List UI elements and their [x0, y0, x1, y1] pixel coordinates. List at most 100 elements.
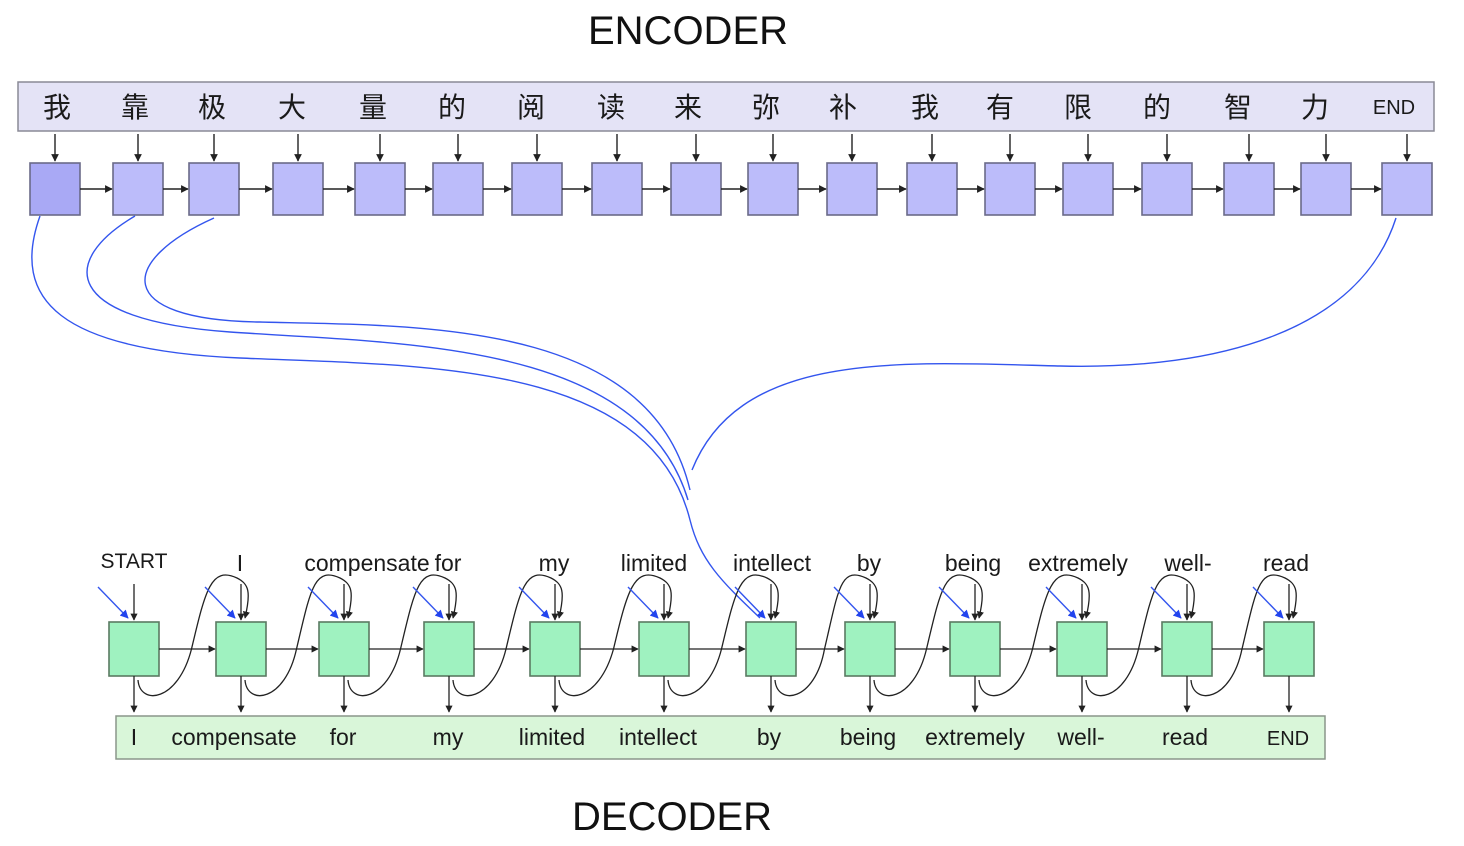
decoder-arrows	[97, 574, 1298, 713]
decoder-cell	[949, 621, 1001, 677]
decoder-output-word: I	[131, 724, 137, 750]
encoder-cell	[1223, 162, 1275, 216]
context-arrow	[412, 586, 444, 619]
decoder-cell	[638, 621, 690, 677]
encoder-cell	[29, 162, 81, 216]
decoder-output-word: limited	[519, 724, 585, 750]
decoder-output-word: being	[840, 724, 896, 750]
attention-curve	[691, 217, 1397, 471]
encoder-cell	[984, 162, 1036, 216]
encoder-cell	[670, 162, 722, 216]
decoder-output-word: my	[433, 724, 464, 750]
decoder-output-word: extremely	[925, 724, 1025, 750]
decoder-cell	[1056, 621, 1108, 677]
encoder-cell	[432, 162, 484, 216]
encoder-cell	[826, 162, 878, 216]
encoder-cell	[112, 162, 164, 216]
context-arrow	[1252, 586, 1284, 619]
decoder-cell	[423, 621, 475, 677]
decoder-feedback-arrow	[347, 574, 458, 697]
encoder-token: 的	[1143, 91, 1171, 124]
encoder-token: 读	[597, 91, 625, 124]
context-arrow	[833, 586, 865, 619]
encoder-token: 补	[829, 91, 857, 124]
encoder-cell	[747, 162, 799, 216]
encoder-token: 我	[911, 91, 939, 124]
decoder-input-word: being	[945, 550, 1001, 576]
decoder-cell	[1263, 621, 1315, 677]
encoder-token: END	[1373, 97, 1415, 119]
encoder-token: 有	[986, 91, 1014, 124]
decoder-input-word: well-	[1163, 550, 1211, 576]
encoder-cells	[29, 162, 1433, 216]
decoder-output-word: END	[1267, 728, 1309, 750]
decoder-input-word: for	[435, 550, 462, 576]
context-arrow	[518, 586, 550, 619]
encoder-cell	[511, 162, 563, 216]
context-arrow	[627, 586, 659, 619]
encoder-cell	[354, 162, 406, 216]
decoder-feedback-arrow	[1190, 574, 1298, 697]
encoder-cell	[1381, 162, 1433, 216]
encoder-token: 来	[674, 91, 702, 124]
decoder-cell	[844, 621, 896, 677]
encoder-arrows	[51, 134, 1411, 193]
encoder-title: ENCODER	[588, 9, 788, 53]
decoder-input-word: by	[857, 550, 882, 576]
decoder-feedback-arrow	[558, 574, 673, 697]
encoder-token: 阅	[517, 91, 545, 124]
decoder-feedback-arrow	[244, 574, 353, 697]
encoder-token: 限	[1064, 91, 1092, 124]
attention-curve	[31, 215, 761, 619]
encoder-cell	[1062, 162, 1114, 216]
encoder-cell	[906, 162, 958, 216]
decoder-input-word: my	[539, 550, 570, 576]
context-arrow	[307, 586, 339, 619]
encoder-cell	[591, 162, 643, 216]
decoder-output-word: compensate	[171, 724, 296, 750]
decoder-input-word: read	[1263, 550, 1309, 576]
context-arrow	[97, 586, 129, 619]
decoder-input-word: START	[101, 550, 168, 573]
context-arrow	[938, 586, 970, 619]
encoder-input-band	[17, 81, 1435, 132]
decoder-output-word: read	[1162, 724, 1208, 750]
decoder-cells	[108, 621, 1315, 677]
decoder-output-word: by	[757, 724, 782, 750]
decoder-output-band	[115, 715, 1326, 760]
decoder-cell	[108, 621, 160, 677]
encoder-cell	[188, 162, 240, 216]
encoder-token: 大	[278, 91, 306, 124]
encoder-token: 我	[43, 91, 71, 124]
decoder-feedback-arrow	[1085, 574, 1196, 697]
encoder-token: 弥	[752, 91, 780, 124]
context-arrow	[204, 586, 236, 619]
decoder-input-word: intellect	[733, 550, 812, 576]
encoder-cell	[1300, 162, 1352, 216]
decoder-feedback-arrow	[667, 574, 780, 697]
encoder-token: 极	[198, 91, 226, 124]
attention-curve	[86, 215, 689, 501]
encoder-token: 量	[359, 91, 387, 124]
decoder-output-word: for	[330, 724, 357, 750]
decoder-feedback-arrow	[137, 574, 250, 697]
encoder-token: 靠	[121, 91, 149, 124]
decoder-cell	[529, 621, 581, 677]
context-arrow	[1045, 586, 1077, 619]
encoder-cell	[272, 162, 324, 216]
decoder-cell	[1161, 621, 1213, 677]
encoder-cell	[1141, 162, 1193, 216]
decoder-cell	[215, 621, 267, 677]
decoder-cell	[745, 621, 797, 677]
decoder-output-word: well-	[1056, 724, 1104, 750]
attention-curve	[144, 217, 691, 491]
decoder-feedback-arrow	[873, 574, 984, 697]
encoder-token: 力	[1301, 91, 1329, 124]
decoder-output-word: intellect	[619, 724, 698, 750]
